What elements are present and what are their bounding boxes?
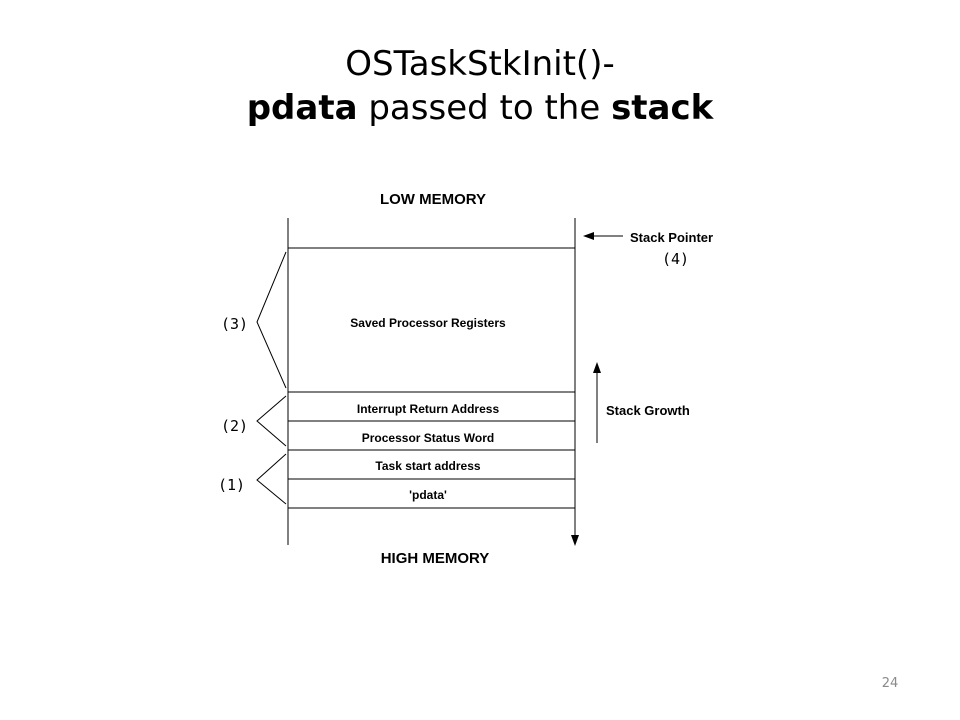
stack-pointer-arrow (583, 232, 623, 240)
stack-growth-arrow (593, 362, 601, 443)
stack-frame (287, 218, 579, 546)
bracket-2-shape (256, 395, 287, 447)
bracket-3-label: (3) (221, 315, 248, 333)
low-memory-label: LOW MEMORY (380, 191, 486, 208)
cell-interrupt-return-label: Interrupt Return Address (357, 402, 500, 416)
page-number: 24 (881, 676, 899, 691)
bracket-3-shape (256, 251, 287, 389)
stack-end-arrowhead (571, 535, 579, 546)
title-middle-text: passed to the (357, 88, 612, 128)
bracket-2-label: (2) (221, 417, 248, 435)
cell-task-start-label: Task start address (375, 459, 480, 473)
title-line-2: pdata passed to the stack (0, 86, 960, 130)
slide-title: OSTaskStkInit()- pdata passed to the sta… (0, 42, 960, 130)
cell-pdata-label: 'pdata' (409, 488, 447, 502)
bracket-1-label: (1) (218, 476, 245, 494)
cell-saved-registers-label: Saved Processor Registers (350, 316, 506, 330)
bracket-3: (3) (221, 251, 287, 389)
stack-growth-arrowhead (593, 362, 601, 373)
title-line-1: OSTaskStkInit()- (345, 44, 615, 84)
stack-pointer-label: Stack Pointer (630, 230, 713, 245)
title-emphasis-pdata: pdata (246, 88, 358, 128)
title-emphasis-stack: stack (611, 88, 714, 128)
cell-dividers (288, 247, 575, 509)
stack-pointer-note: (4) (662, 250, 689, 268)
bracket-1-shape (256, 453, 287, 505)
bracket-1: (1) (218, 453, 287, 505)
stack-growth-label: Stack Growth (606, 403, 690, 418)
bracket-2: (2) (221, 395, 287, 447)
high-memory-label: HIGH MEMORY (381, 550, 490, 567)
cell-processor-status-label: Processor Status Word (362, 431, 494, 445)
stack-pointer-arrowhead (583, 232, 594, 240)
